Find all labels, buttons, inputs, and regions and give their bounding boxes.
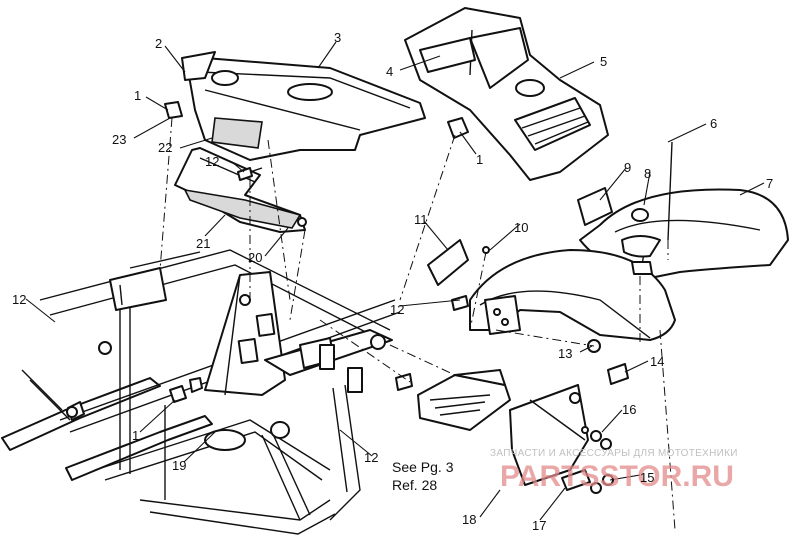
flag-pole-6 — [667, 141, 673, 241]
callout: 8 — [644, 166, 651, 181]
callout: 6 — [710, 116, 717, 131]
callout: 7 — [766, 176, 773, 191]
inner-fender — [469, 249, 676, 341]
reference-note-line2: Ref. 28 — [392, 477, 437, 493]
bolt-12-right — [451, 295, 469, 311]
callout: 1 — [134, 88, 141, 103]
dash-pod — [404, 7, 609, 181]
callout: 12 — [390, 302, 404, 317]
watermark: ЗАПЧАСТИ И АКСЕССУАРЫ ДЛЯ МОТОТЕХНИКИ PA… — [490, 448, 738, 493]
assembly-lines — [159, 117, 676, 531]
bolt-12-top — [237, 167, 263, 181]
front-fender — [181, 51, 426, 161]
cap-8 — [631, 261, 653, 275]
callout: 15 — [640, 470, 654, 485]
callout: 11 — [414, 212, 428, 227]
callout: 23 — [112, 132, 126, 147]
callout: 12 — [12, 292, 26, 307]
callout: 1 — [132, 428, 139, 443]
nut-16a — [590, 430, 602, 442]
callout: 4 — [386, 64, 393, 79]
watermark-logo: PARTSSTOR.RU — [500, 460, 734, 493]
tail-light — [417, 369, 511, 431]
callout: 16 — [622, 402, 636, 417]
leader-lines — [25, 41, 765, 521]
callout: 17 — [532, 518, 546, 533]
plate-bracket — [509, 384, 589, 486]
callout: 12 — [205, 154, 219, 169]
callout: 10 — [514, 220, 528, 235]
bolt-14 — [607, 363, 629, 385]
callout: 5 — [600, 54, 607, 69]
nut-15a — [590, 482, 602, 494]
decal-11 — [427, 239, 469, 286]
watermark-tagline: ЗАПЧАСТИ И АКСЕССУАРЫ ДЛЯ МОТОТЕХНИКИ — [490, 448, 738, 459]
callout: 14 — [650, 354, 664, 369]
callouts: 1 2 3 4 5 6 23 22 12 1 9 8 7 21 20 11 10… — [12, 30, 773, 533]
decal-9 — [577, 187, 613, 226]
lower-panel — [174, 147, 307, 233]
callout: 3 — [334, 30, 341, 45]
bolt-12-lower — [395, 373, 413, 391]
frame — [1, 249, 401, 535]
callout: 13 — [558, 346, 572, 361]
callout: 1 — [476, 152, 483, 167]
callout: 20 — [248, 250, 262, 265]
callout: 12 — [364, 450, 378, 465]
nut-16b — [600, 438, 612, 450]
callout: 9 — [624, 160, 631, 175]
callout: 22 — [158, 140, 172, 155]
callout: 21 — [196, 236, 210, 251]
callout: 2 — [155, 36, 162, 51]
callout: 19 — [172, 458, 186, 473]
reference-note-line1: See Pg. 3 — [392, 459, 454, 475]
callout: 18 — [462, 512, 476, 527]
clip-1-upper — [447, 117, 469, 139]
clip-1-left — [164, 101, 183, 119]
plate-17 — [561, 469, 591, 491]
